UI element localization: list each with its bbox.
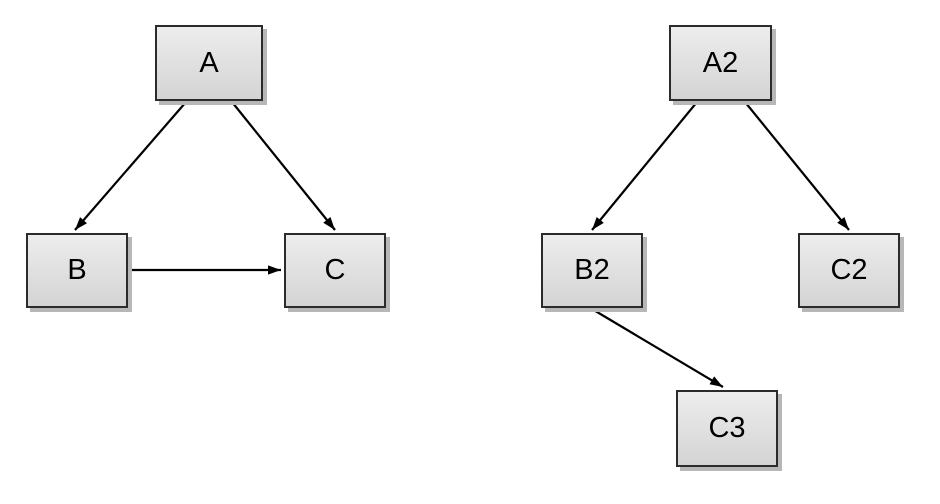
edge-line-a-to-c: [231, 101, 336, 231]
arrowhead-a-to-c: [323, 216, 335, 230]
edge-line-a2-to-c2: [744, 101, 850, 231]
arrowhead-b-to-c: [268, 265, 281, 275]
arrowhead-a-to-b: [75, 217, 87, 230]
node-c3[interactable]: C3: [676, 390, 778, 467]
arrowhead-a2-to-c2: [837, 217, 849, 230]
node-b2[interactable]: B2: [541, 233, 643, 308]
arrowhead-a2-to-b2: [592, 217, 604, 230]
node-c[interactable]: C: [284, 233, 386, 308]
edge-line-a2-to-b2: [591, 101, 698, 231]
node-label-c2: C2: [830, 254, 868, 286]
edge-line-b2-to-c3: [591, 308, 724, 388]
node-c2[interactable]: C2: [798, 233, 900, 308]
node-label-b: B: [67, 254, 87, 286]
node-label-c: C: [324, 254, 346, 286]
edge-line-a-to-b: [74, 101, 187, 231]
arrowhead-b2-to-c3: [709, 376, 723, 387]
node-label-c3: C3: [708, 412, 746, 444]
node-b[interactable]: B: [26, 233, 128, 308]
node-label-a2: A2: [702, 46, 739, 79]
node-label-a: A: [199, 46, 219, 79]
node-a2[interactable]: A2: [669, 25, 772, 101]
node-a[interactable]: A: [155, 25, 263, 101]
node-label-b2: B2: [574, 254, 610, 286]
